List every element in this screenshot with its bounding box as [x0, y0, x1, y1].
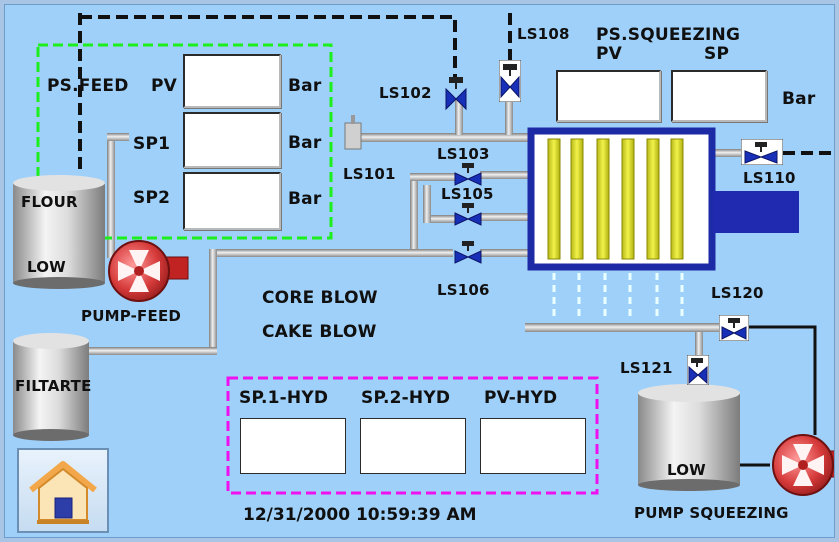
- feed-pump-label: PUMP-FEED: [81, 307, 182, 325]
- hyd-sp1-input[interactable]: [240, 418, 346, 474]
- feed-pv-display: [183, 54, 281, 108]
- feed-pump-icon: [108, 240, 189, 302]
- datetime-display: 12/31/2000 10:59:39 AM: [243, 505, 477, 525]
- ls102-valve-icon[interactable]: [445, 77, 467, 111]
- ls106-valve-icon[interactable]: [453, 241, 483, 265]
- feed-title: PS.FEED: [47, 76, 129, 96]
- ls105-label: LS105: [441, 185, 494, 203]
- squeezing-unit: Bar: [782, 89, 816, 109]
- ls102-label: LS102: [379, 84, 432, 102]
- home-icon: [29, 461, 97, 524]
- ls110-label: LS110: [743, 169, 796, 187]
- squeeze-pump-label: PUMP SQUEEZING: [634, 504, 789, 522]
- feed-sp1-label: SP1: [133, 134, 171, 154]
- feed-sp1-unit: Bar: [288, 133, 322, 153]
- squeezing-sp-label: SP: [704, 44, 730, 64]
- squeeze-tank-icon: [638, 384, 740, 491]
- squeeze-level-label: LOW: [667, 461, 706, 479]
- ls101-valve-icon: [344, 115, 362, 150]
- squeezing-title: PS.SQUEEZING: [596, 25, 741, 45]
- feed-sp1-input[interactable]: [183, 112, 281, 168]
- ls108-label: LS108: [517, 25, 570, 43]
- ls120-label: LS120: [711, 284, 764, 302]
- filtrate-tank-icon: [13, 333, 89, 441]
- ls108-valve-icon[interactable]: [499, 60, 521, 102]
- process-graphics: [13, 13, 834, 496]
- feed-sp2-label: SP2: [133, 188, 171, 208]
- squeezing-pv-display: [556, 70, 661, 122]
- filtrate-tank-label: FILTARTE: [15, 377, 92, 395]
- hyd-sp2-label: SP.2-HYD: [361, 388, 451, 408]
- feed-group-border: [36, 43, 333, 240]
- flour-tank-label: FLOUR: [21, 193, 78, 211]
- hyd-pv-label: PV-HYD: [484, 388, 558, 408]
- feed-pv-unit: Bar: [288, 76, 322, 96]
- squeezing-pv-label: PV: [596, 44, 623, 64]
- hmi-screen: PS.FEED PV SP1 SP2 Bar Bar Bar PS.SQUEEZ…: [4, 4, 835, 538]
- cake-blow-button[interactable]: CAKE BLOW: [262, 322, 377, 342]
- flour-tank-icon: [13, 175, 105, 289]
- feed-sp2-input[interactable]: [183, 172, 281, 230]
- home-button[interactable]: [17, 448, 109, 533]
- feed-pv-label: PV: [151, 76, 178, 96]
- feed-sp2-unit: Bar: [288, 189, 322, 209]
- ls103-label: LS103: [437, 145, 490, 163]
- ls103-valve-icon[interactable]: [453, 163, 483, 187]
- core-blow-button[interactable]: CORE BLOW: [262, 288, 378, 308]
- hyd-sp2-input[interactable]: [360, 418, 466, 474]
- filter-press-icon: [527, 127, 799, 321]
- ls120-valve-icon[interactable]: [719, 315, 749, 341]
- flour-level-label: LOW: [27, 258, 66, 276]
- hyd-sp1-label: SP.1-HYD: [239, 388, 329, 408]
- air-line-ls102: [80, 15, 457, 77]
- ls105-valve-icon[interactable]: [453, 203, 483, 227]
- hyd-group-border: [226, 376, 599, 495]
- hyd-pv-display: [480, 418, 586, 474]
- squeezing-sp-input[interactable]: [671, 70, 767, 122]
- ls110-valve-icon[interactable]: [741, 139, 783, 165]
- ls121-label: LS121: [620, 359, 673, 377]
- ls106-label: LS106: [437, 281, 490, 299]
- squeeze-pump-icon: [772, 434, 834, 496]
- pipes: [85, 100, 745, 357]
- ls121-valve-icon[interactable]: [687, 355, 709, 385]
- ls101-label: LS101: [343, 165, 396, 183]
